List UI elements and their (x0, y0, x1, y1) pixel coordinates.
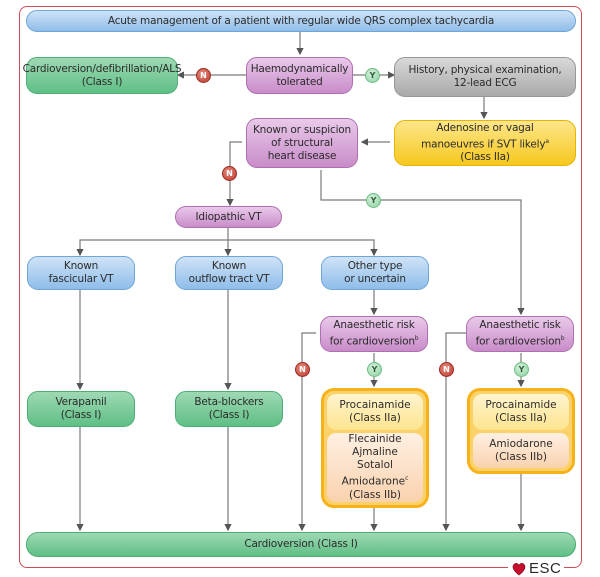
class-iib-left-node: Flecainide Ajmaline Sotalol Amiodaronec … (327, 433, 423, 502)
logo-text: ESC (529, 560, 562, 577)
node-text: Haemodynamically (250, 62, 349, 75)
node-text: Known (211, 260, 247, 272)
no-badge: N (196, 68, 211, 83)
badge-text: N (200, 71, 207, 80)
structural-heart-disease-node: Known or suspicion of structural heart d… (246, 118, 358, 168)
yes-badge: Y (367, 362, 382, 377)
node-text: (Class IIa) (349, 412, 401, 424)
edge-idiopathic-branches (79, 239, 375, 252)
anaesthetic-risk-left-node: Anaesthetic risk for cardioversionb (320, 316, 428, 352)
diagram-frame (19, 6, 582, 568)
no-badge: N (439, 362, 454, 377)
history-node: History, physical examination, 12-lead E… (394, 57, 576, 97)
amiodarone-right-node: Amiodarone (Class IIb) (473, 433, 569, 468)
node-text: Anaesthetic risk (333, 319, 415, 332)
beta-blockers-node: Beta-blockers (Class I) (175, 391, 283, 427)
badge-text: N (443, 365, 450, 374)
node-text: for cardioversionb (329, 335, 419, 348)
yes-badge: Y (365, 68, 380, 83)
node-text: Beta-blockers (194, 396, 264, 408)
esc-logo: ESC (508, 560, 565, 577)
badge-text: N (226, 169, 233, 178)
outflow-tract-vt-node: Known outflow tract VT (175, 256, 283, 290)
node-text: (Class IIa) (460, 151, 510, 164)
node-text: for cardioversionb (475, 335, 565, 348)
node-text: outflow tract VT (188, 273, 270, 285)
node-text: (Class IIb) (494, 450, 547, 463)
node-text: Known (63, 260, 99, 272)
cardioversion-als-node: Cardioversion/defibrillation/ALS (Class … (23, 57, 182, 94)
node-text: Amiodaronec (341, 475, 409, 488)
badge-text: N (299, 365, 306, 374)
badge-text: Y (371, 365, 378, 374)
cardioversion-final-node: Cardioversion (Class I) (26, 532, 576, 557)
node-text: Other type (347, 260, 403, 272)
node-text: Amiodarone (489, 437, 553, 450)
adenosine-node: Adenosine or vagal manoeuvres if SVT lik… (394, 120, 576, 166)
node-text: Verapamil (55, 396, 107, 408)
no-badge: N (222, 166, 237, 181)
node-text: of structural (271, 136, 333, 149)
fascicular-vt-node: Known fascicular VT (27, 256, 135, 290)
anaesthetic-risk-right-node: Anaesthetic risk for cardioversionb (466, 316, 574, 352)
node-text: (Class IIb) (348, 488, 401, 501)
drugs-left-group: Procainamide (Class IIa) Flecainide Ajma… (321, 388, 429, 508)
node-text: Procainamide (485, 399, 557, 411)
node-text: Cardioversion/defibrillation/ALS (22, 62, 182, 75)
node-text: Cardioversion (Class I) (244, 538, 358, 550)
yes-badge: Y (514, 362, 529, 377)
other-type-node: Other type or uncertain (321, 256, 429, 290)
procainamide-right-node: Procainamide (Class IIa) (473, 394, 569, 430)
node-text: fascicular VT (48, 273, 114, 285)
idiopathic-vt-node: Idiopathic VT (175, 206, 282, 228)
node-text: manoeuvres if SVT likelya (421, 137, 549, 151)
edge-anaesthetic-left-cardioversion (298, 332, 316, 532)
edge-anaesthetic-right-cardioversion (442, 332, 466, 532)
node-text: (Class I) (81, 75, 123, 88)
procainamide-left-node: Procainamide (Class IIa) (327, 394, 423, 430)
node-text: Known or suspicion (253, 123, 351, 136)
node-text: Sotalol (357, 459, 393, 472)
node-text: (Class I) (208, 409, 250, 421)
no-badge: N (295, 362, 310, 377)
edge-structural-idiopathic (226, 141, 242, 207)
edge-structural-anaesthetic-right (320, 170, 525, 316)
node-text: tolerated (276, 75, 323, 88)
node-text: Idiopathic VT (195, 210, 262, 223)
verapamil-node: Verapamil (Class I) (27, 391, 135, 427)
node-text: Procainamide (339, 399, 411, 411)
badge-text: Y (369, 71, 376, 80)
node-text: or uncertain (344, 273, 406, 285)
node-text: Adenosine or vagal (436, 121, 534, 134)
node-text: Anaesthetic risk (479, 319, 561, 332)
node-text: 12-lead ECG (453, 77, 517, 89)
title-node: Acute management of a patient with regul… (26, 10, 576, 32)
node-text: Ajmaline (352, 446, 398, 459)
title-text: Acute management of a patient with regul… (107, 14, 495, 27)
node-text: heart disease (267, 149, 337, 162)
node-text: Flecainide (348, 433, 402, 446)
heart-icon (512, 562, 526, 576)
node-text: History, physical examination, (408, 64, 562, 76)
node-text: (Class IIa) (495, 412, 547, 424)
badge-text: Y (370, 196, 377, 205)
node-text: (Class I) (60, 409, 102, 421)
haemodynamically-tolerated-node: Haemodynamically tolerated (246, 57, 353, 94)
badge-text: Y (518, 365, 525, 374)
drugs-right-group: Procainamide (Class IIa) Amiodarone (Cla… (467, 388, 575, 474)
yes-badge: Y (366, 193, 381, 208)
